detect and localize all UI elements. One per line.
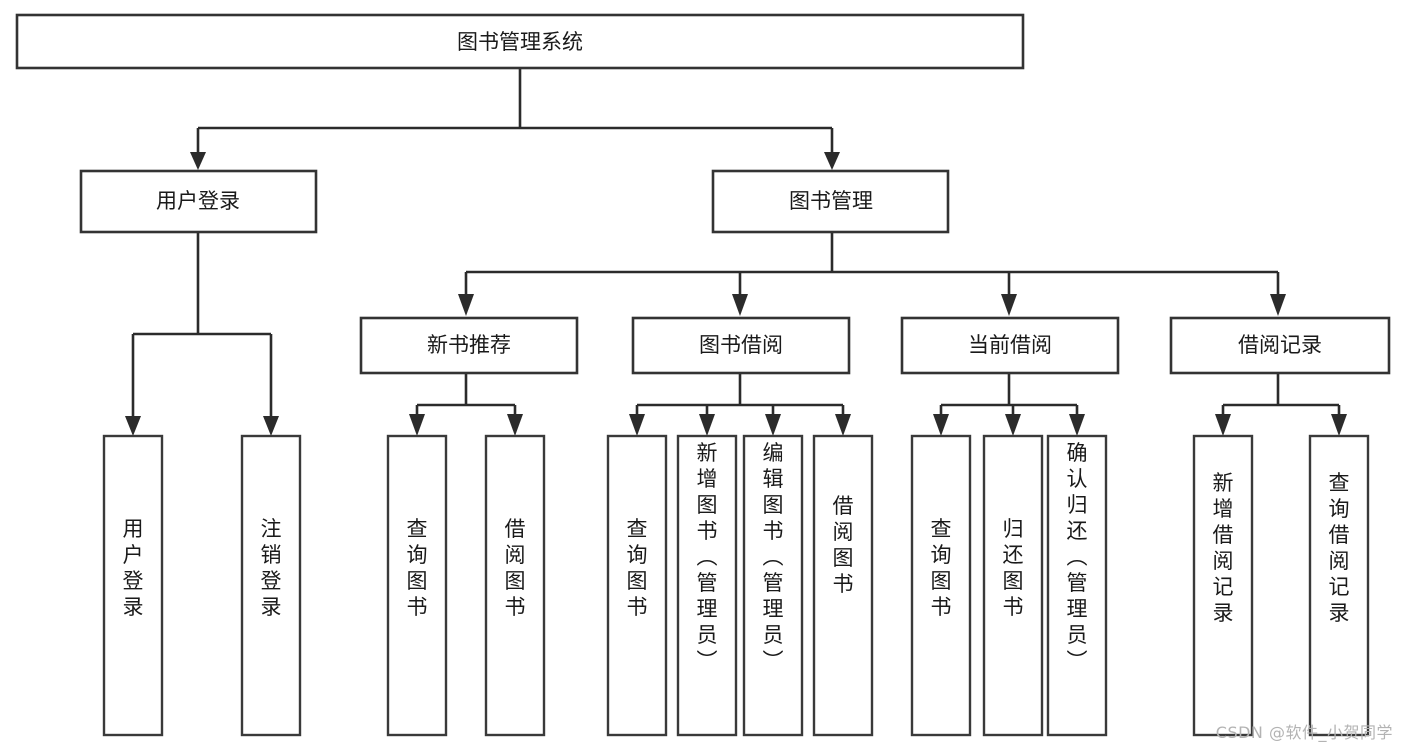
leaf-node[interactable]: 借阅图书 [812, 434, 874, 737]
arrow-head-icon [1270, 294, 1286, 316]
node-current-borrow-box [900, 316, 1120, 375]
node-user-login[interactable]: 用户登录 [79, 169, 318, 234]
arrow-head-icon [1069, 414, 1085, 436]
connector-group-new-book [409, 373, 523, 436]
leaf-box [1192, 434, 1254, 737]
node-book-management-box [711, 169, 950, 234]
node-book-management[interactable]: 图书管理 [711, 169, 950, 234]
leaf-node[interactable]: 用户登录 [102, 434, 164, 737]
node-current-borrow[interactable]: 当前借阅 [900, 316, 1120, 375]
leaf-node[interactable]: 查询图书 [910, 434, 972, 737]
leaf-box [484, 434, 546, 737]
connector-group-borrow [629, 373, 851, 436]
node-borrow-record-label: 借阅记录 [1238, 333, 1322, 357]
leaf-label: 借阅图书 [833, 494, 854, 596]
node-book-borrow-label: 图书借阅 [699, 333, 783, 357]
leaf-box [812, 434, 874, 737]
leaf-node[interactable]: 查询图书 [386, 434, 448, 737]
leaf-node[interactable]: 查询借阅记录 [1308, 434, 1370, 737]
arrow-head-icon [1331, 414, 1347, 436]
connector-group-book-manage [458, 232, 1286, 316]
leaf-label: 新增借阅记录 [1213, 471, 1234, 625]
leaf-label: 查询图书 [931, 517, 952, 619]
leaf-label: 查询图书 [407, 517, 428, 619]
leaf-box [386, 434, 448, 737]
leaf-node[interactable]: 借阅图书 [484, 434, 546, 737]
leaf-label: 用户登录 [123, 517, 144, 619]
arrow-head-icon [409, 414, 425, 436]
leaf-label: 新增图书︵管理员︶ [697, 441, 718, 673]
node-new-book-recommend[interactable]: 新书推荐 [359, 316, 579, 375]
node-root-label: 图书管理系统 [457, 30, 583, 54]
arrow-head-icon [458, 294, 474, 316]
leaf-node[interactable]: 查询图书 [606, 434, 668, 737]
node-user-login-label: 用户登录 [156, 189, 240, 213]
arrow-head-icon [263, 416, 279, 436]
leaf-node[interactable]: 新增图书︵管理员︶ [676, 434, 738, 737]
node-book-borrow-box [631, 316, 851, 375]
arrow-head-icon [507, 414, 523, 436]
arrow-head-icon [732, 294, 748, 316]
arrow-head-icon [629, 414, 645, 436]
node-user-login-box [79, 169, 318, 234]
arrow-head-icon [125, 416, 141, 436]
leaf-box [1046, 434, 1108, 737]
leaf-node[interactable]: 归还图书 [982, 434, 1044, 737]
leaf-label: 借阅图书 [505, 517, 526, 619]
node-root-box [15, 13, 1025, 70]
arrow-head-icon [699, 414, 715, 436]
leaf-box [982, 434, 1044, 737]
leaf-label: 编辑图书︵管理员︶ [763, 441, 784, 673]
leaf-box [676, 434, 738, 737]
node-borrow-record[interactable]: 借阅记录 [1169, 316, 1391, 375]
leaf-label: 查询借阅记录 [1329, 471, 1350, 625]
leaf-node[interactable]: 注销登录 [240, 434, 302, 737]
node-new-book-recommend-label: 新书推荐 [427, 333, 511, 357]
leaf-label: 归还图书 [1003, 517, 1024, 619]
arrow-head-icon [933, 414, 949, 436]
arrow-head-icon [1005, 414, 1021, 436]
leaf-label: 确认归还︵管理员︶ [1067, 441, 1088, 673]
leaf-box [606, 434, 668, 737]
arrow-head-icon [1001, 294, 1017, 316]
leaf-box [240, 434, 302, 737]
leaf-box [910, 434, 972, 737]
arrow-head-icon [190, 152, 206, 170]
leaf-node[interactable]: 确认归还︵管理员︶ [1046, 434, 1108, 737]
arrow-head-icon [765, 414, 781, 436]
arrow-head-icon [835, 414, 851, 436]
leaf-label: 查询图书 [627, 517, 648, 619]
leaf-box [742, 434, 804, 737]
node-book-borrow[interactable]: 图书借阅 [631, 316, 851, 375]
connector-group-user-login [125, 232, 279, 436]
node-root-book-system[interactable]: 图书管理系统 [15, 13, 1025, 70]
leaf-box [102, 434, 164, 737]
connector-group-current [933, 373, 1085, 436]
leaf-node[interactable]: 新增借阅记录 [1192, 434, 1254, 737]
node-current-borrow-label: 当前借阅 [968, 333, 1052, 357]
arrow-head-icon [824, 152, 840, 170]
node-borrow-record-box [1169, 316, 1391, 375]
arrow-head-icon [1215, 414, 1231, 436]
leaf-box [1308, 434, 1370, 737]
leaf-node[interactable]: 编辑图书︵管理员︶ [742, 434, 804, 737]
node-new-book-recommend-box [359, 316, 579, 375]
node-book-management-label: 图书管理 [789, 189, 873, 213]
leaf-label: 注销登录 [261, 517, 282, 619]
connector-group-root [190, 68, 840, 170]
connector-group-record [1215, 373, 1347, 436]
